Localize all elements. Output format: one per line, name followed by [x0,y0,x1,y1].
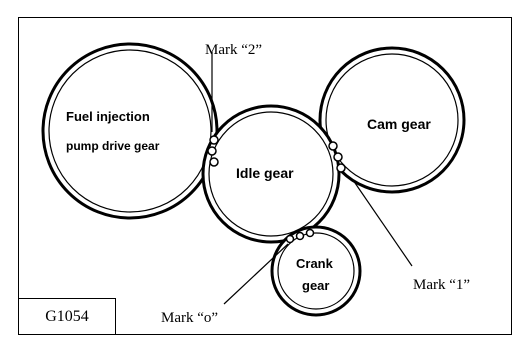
fuel-gear-label-line1: Fuel injection [66,109,150,124]
timing-mark-2-teeth [207,135,219,167]
mark-o-label: Mark “o” [161,310,218,326]
crank-gear: Crank gear [270,225,362,317]
crank-gear-label-line2: gear [302,278,329,293]
mark-2-label: Mark “2” [205,42,262,58]
timing-mark-o-teeth [285,228,315,244]
fuel-gear-label-line2: pump drive gear [66,139,160,153]
mark-1-label: Mark “1” [413,277,470,293]
figure-code-box: G1054 [18,298,116,335]
idle-gear-label: Idle gear [236,165,294,181]
mark-1-leader [352,179,413,267]
timing-mark-1-teeth [328,141,346,173]
cam-gear-label: Cam gear [367,116,431,132]
cam-gear: Cam gear [318,46,466,194]
figure-code: G1054 [45,307,89,325]
mark-o-leader [223,243,289,305]
fuel-injection-pump-gear: Fuel injection pump drive gear [41,42,219,220]
crank-gear-label-line1: Crank [296,256,334,271]
diagram-frame [18,17,512,335]
idle-gear: Idle gear [201,104,341,244]
